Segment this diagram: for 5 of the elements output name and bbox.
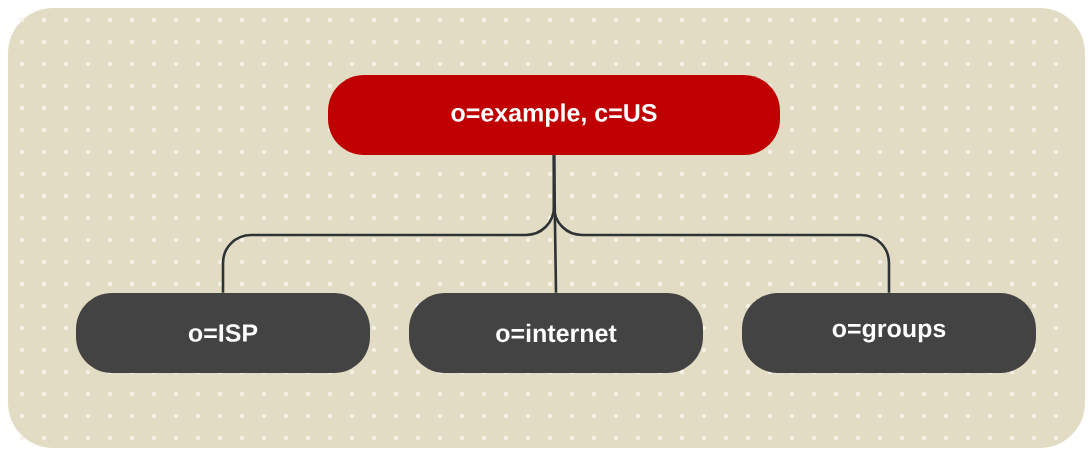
connector-line xyxy=(552,155,891,293)
root-node: o=example, c=US xyxy=(328,75,780,155)
entry-node: o=internet xyxy=(409,293,703,373)
entry-node: o=groups xyxy=(742,293,1036,373)
entry-node: o=ISP xyxy=(76,293,370,373)
